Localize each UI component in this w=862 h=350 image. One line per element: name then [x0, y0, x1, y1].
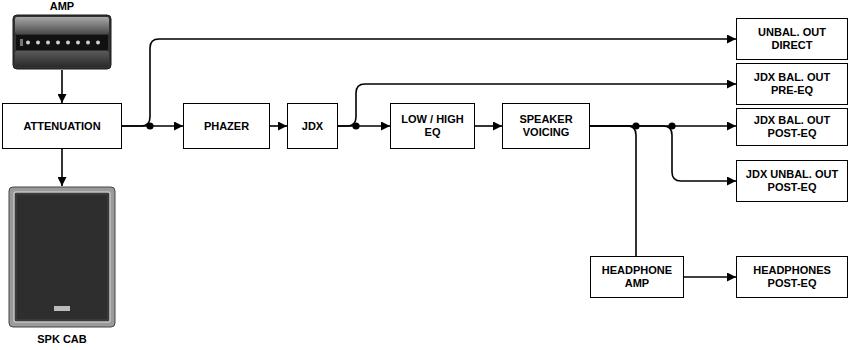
signal-connector — [61, 149, 63, 186]
image-label: AMP — [50, 0, 74, 13]
process-box: HEADPHONES POST-EQ — [736, 256, 848, 298]
signal-connector — [684, 276, 736, 278]
box-label: JDX — [302, 120, 323, 133]
process-box: JDX BAL. OUT PRE-EQ — [736, 63, 848, 105]
process-box: JDX UNBAL. OUT POST-EQ — [736, 160, 848, 202]
junction-dot — [146, 122, 153, 129]
box-label: ATTENUATION — [23, 120, 100, 133]
signal-connector — [61, 70, 63, 103]
box-label: LOW / HIGH EQ — [397, 113, 469, 139]
box-label: JDX BAL. OUT POST-EQ — [744, 114, 840, 140]
box-label: JDX UNBAL. OUT POST-EQ — [744, 168, 840, 194]
signal-connector — [338, 125, 390, 127]
box-label: SPEAKER VOICING — [508, 113, 584, 139]
process-box: UNBAL. OUT DIRECT — [736, 18, 848, 60]
process-box: ATTENUATION — [2, 103, 122, 149]
box-label: JDX BAL. OUT PRE-EQ — [744, 71, 840, 97]
signal-connector — [270, 125, 287, 127]
amp-head-illustration — [12, 14, 112, 70]
process-box: JDX BAL. OUT POST-EQ — [736, 108, 848, 146]
process-box: JDX — [287, 103, 338, 149]
box-label: PHAZER — [204, 120, 249, 133]
junction-dot — [632, 122, 639, 129]
box-label: UNBAL. OUT DIRECT — [744, 26, 840, 52]
process-box: PHAZER — [183, 103, 270, 149]
junction-dot — [352, 122, 359, 129]
cabinet-node: SPK CAB — [8, 186, 116, 346]
amp-node: AMP — [12, 0, 112, 70]
box-label: HEADPHONE AMP — [596, 264, 678, 290]
process-box: SPEAKER VOICING — [502, 103, 590, 149]
image-label: SPK CAB — [37, 333, 87, 346]
process-box: HEADPHONE AMP — [590, 256, 684, 298]
signal-connector — [590, 126, 736, 181]
box-label: HEADPHONES POST-EQ — [744, 264, 840, 290]
process-box: LOW / HIGH EQ — [390, 103, 475, 149]
junction-dot — [668, 122, 675, 129]
signal-connector — [475, 125, 502, 127]
signal-connector — [590, 126, 636, 256]
speaker-cabinet-illustration — [8, 186, 116, 328]
